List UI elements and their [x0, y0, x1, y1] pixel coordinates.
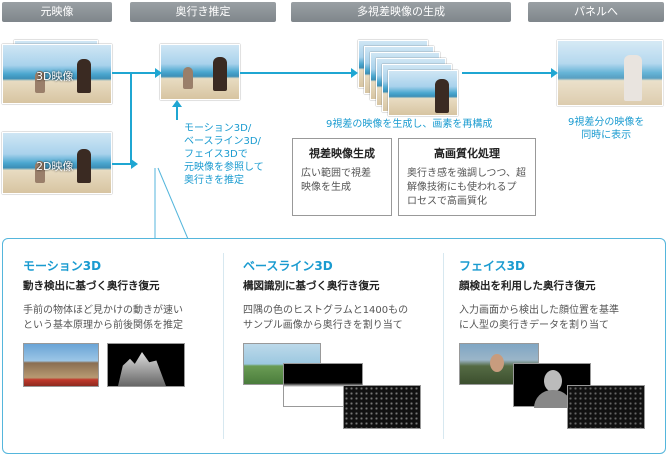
method-title: フェイス3D	[459, 259, 525, 273]
face-depth-grid	[567, 385, 645, 429]
method-title: モーション3D	[23, 259, 102, 273]
methods-panel: モーション3D 動き検出に基づく奥行き復元 手前の物体ほど見かけの動きが速いとい…	[2, 238, 666, 454]
method-face3d: フェイス3D 顔検出を利用した奥行き復元 入力画面から検出した顔位置を基準に人型…	[459, 257, 659, 333]
box-title: 高画質化処理	[434, 147, 500, 160]
method-subtitle: 構図識別に基づく奥行き復元	[243, 280, 380, 292]
header-to-panel: パネルへ	[528, 2, 664, 22]
arrow-2d-connector	[112, 159, 138, 169]
method-desc: 四隅の色のヒストグラムと1400ものサンプル画像から奥行きを割り当て	[243, 305, 409, 331]
box-title: 視差映像生成	[309, 147, 375, 160]
method-title: ベースライン3D	[243, 259, 333, 273]
box-quality-enhancement: 高画質化処理 奥行き感を強調しつつ、超解像技術にも使われるプロセスで高画質化	[398, 138, 536, 216]
source-3d-label: 3D映像	[36, 70, 74, 83]
panel-note: 9視差分の映像を 同時に表示	[568, 117, 645, 141]
method-desc: 手前の物体ほど見かけの動きが速いという基本原理から前後関係を推定	[23, 305, 183, 331]
arrow-3d-to-depth	[112, 68, 162, 78]
depth-up-arrow	[176, 106, 178, 120]
multiview-frame	[388, 70, 458, 116]
header-source: 元映像	[2, 2, 112, 22]
method-motion3d: モーション3D 動き検出に基づく奥行き復元 手前の物体ほど見かけの動きが速いとい…	[23, 257, 223, 333]
motion-photo	[23, 343, 99, 387]
connector-2d-vertical	[130, 74, 132, 164]
method-subtitle: 動き検出に基づく奥行き復元	[23, 280, 160, 292]
baseline-depth-grid	[343, 385, 421, 429]
box-desc: 広い範囲で視差映像を生成	[301, 168, 371, 193]
depth-note: モーション3D/ ベースライン3D/ フェイス3Dで 元映像を参照して 奥行きを…	[184, 123, 264, 186]
depth-up-arrowhead	[172, 100, 182, 107]
header-multiview-generation: 多視差映像の生成	[291, 2, 511, 22]
arrow-multiview-to-panel	[462, 68, 558, 78]
box-parallax-generation: 視差映像生成 広い範囲で視差映像を生成	[292, 138, 392, 216]
box-desc: 奥行き感を強調しつつ、超解像技術にも使われるプロセスで高画質化	[407, 168, 526, 207]
motion-depth-map	[107, 343, 185, 387]
source-2d-image	[2, 132, 112, 194]
panel-display-image	[557, 40, 663, 106]
source-2d-label: 2D映像	[36, 160, 74, 173]
arrow-depth-to-multiview	[240, 68, 358, 78]
method-desc: 入力画面から検出した顔位置を基準に人型の奥行きデータを割り当て	[459, 305, 619, 331]
source-3d-image	[2, 44, 112, 104]
method-subtitle: 顔検出を利用した奥行き復元	[459, 280, 596, 292]
header-depth-estimation: 奥行き推定	[130, 2, 276, 22]
multiview-note: 9視差の映像を生成し、画素を再構成	[326, 119, 493, 130]
method-baseline3d: ベースライン3D 構図識別に基づく奥行き復元 四隅の色のヒストグラムと1400も…	[243, 257, 443, 333]
